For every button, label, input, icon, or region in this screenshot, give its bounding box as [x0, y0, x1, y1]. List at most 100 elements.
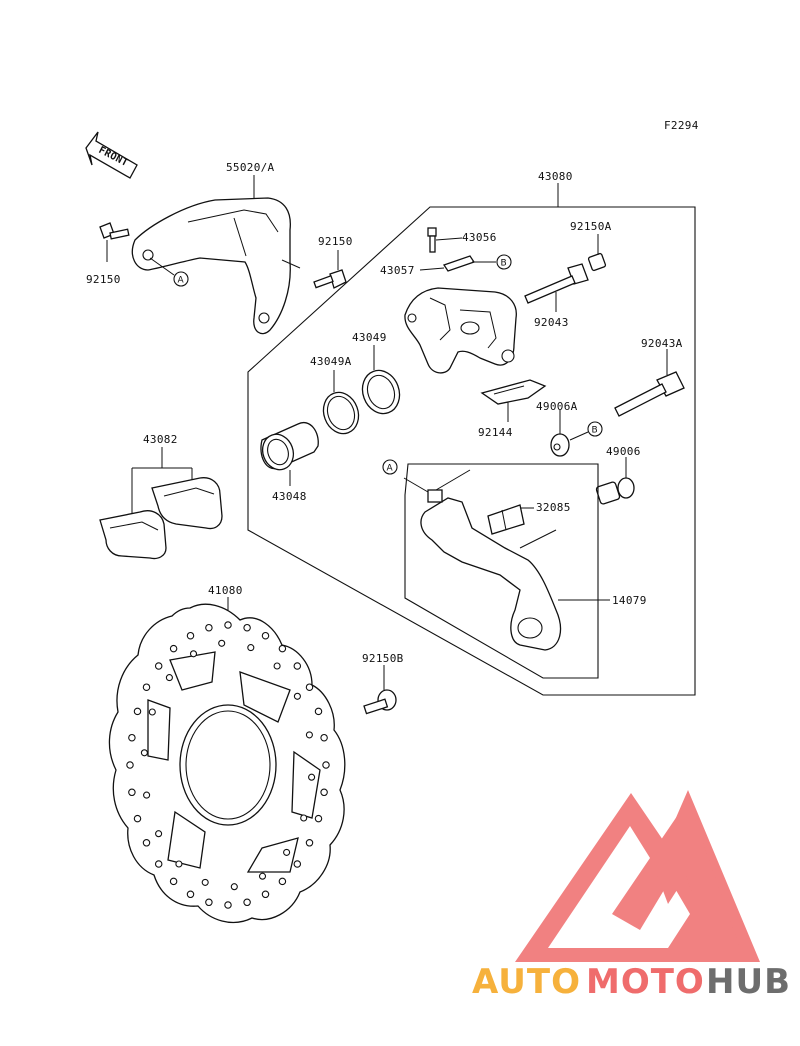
- disc-hole: [128, 733, 136, 742]
- disc-hole: [261, 631, 270, 640]
- part-label-43057: 43057: [380, 264, 415, 277]
- dust-seal-43049a: [322, 391, 360, 435]
- disc-hole: [305, 731, 313, 739]
- part-label-32085: 32085: [536, 501, 571, 514]
- part-label-43048: 43048: [272, 490, 307, 503]
- caliper-body: [404, 287, 517, 374]
- disc-hole: [133, 814, 142, 823]
- front-arrow-icon: FRONT: [85, 131, 138, 179]
- disc-hole: [205, 623, 213, 632]
- disc-hole: [243, 623, 251, 632]
- callout-b-2: B: [587, 421, 603, 437]
- part-label-49006a: 49006A: [536, 400, 578, 413]
- disc-hole: [175, 860, 183, 868]
- disc-hole: [322, 761, 330, 769]
- disc-hole: [243, 898, 251, 907]
- part-label-55020a: 55020/A: [226, 161, 275, 174]
- disc-hole: [293, 860, 302, 868]
- svg-text:B: B: [501, 259, 507, 269]
- svg-text:A: A: [387, 464, 394, 474]
- disc-hole: [300, 814, 308, 822]
- disc-hole: [218, 639, 226, 647]
- disc-hole: [154, 860, 163, 868]
- disc-hole: [320, 788, 328, 797]
- disc-hole: [283, 848, 291, 856]
- bolt-92150b: [363, 689, 397, 715]
- disc-hole: [230, 883, 238, 891]
- boot-49006: [595, 477, 635, 505]
- disc-hole: [314, 707, 323, 716]
- caliper-guard-bracket: [131, 197, 301, 335]
- pin-92043: [524, 263, 589, 304]
- disc-hole: [278, 644, 287, 653]
- disc-vent-holes: [126, 621, 330, 909]
- disc-hole: [189, 650, 198, 658]
- part-label-14079: 14079: [612, 594, 647, 607]
- disc-hole: [314, 814, 323, 823]
- disc-hole: [133, 707, 142, 716]
- piston-43048: [260, 422, 319, 471]
- disc-hole: [205, 898, 213, 907]
- caliper-assembly-box: [247, 206, 696, 696]
- disc-hole: [169, 877, 178, 886]
- disc-hole: [224, 901, 232, 909]
- piston-seal-43049: [361, 369, 401, 415]
- automotohub-logo: [515, 790, 760, 962]
- part-label-43080: 43080: [538, 170, 573, 183]
- svg-text:MOTO: MOTO: [586, 962, 705, 1002]
- bleeder-valve-43056: [427, 227, 463, 253]
- disc-hole: [273, 662, 281, 670]
- caliper-bracket-box: [404, 463, 599, 679]
- disc-hole: [142, 839, 151, 847]
- part-label-92043: 92043: [534, 316, 569, 329]
- clip-32085: [487, 504, 525, 535]
- bolt-92150-left: [99, 222, 130, 240]
- disc-hole: [305, 683, 314, 691]
- svg-text:HUB: HUB: [706, 962, 791, 1002]
- caliper-bracket: [420, 469, 562, 651]
- pin-92043a: [614, 371, 685, 417]
- disc-hole: [186, 890, 195, 899]
- part-label-43056: 43056: [462, 231, 497, 244]
- bolt-92150-right: [313, 269, 347, 289]
- disc-hole: [148, 708, 156, 716]
- part-label-92150-left: 92150: [86, 273, 121, 286]
- disc-hole: [293, 662, 302, 670]
- part-label-92043a: 92043A: [641, 337, 683, 350]
- disc-hole: [128, 788, 136, 797]
- part-label-92150b: 92150B: [362, 652, 404, 665]
- disc-hole: [154, 662, 163, 670]
- disc-hole: [165, 674, 173, 682]
- part-label-92150a: 92150A: [570, 220, 612, 233]
- disc-hole: [142, 683, 151, 691]
- brake-disc: [108, 603, 346, 924]
- disc-hole: [224, 621, 232, 629]
- disc-hole: [143, 791, 151, 799]
- disc-hole: [126, 761, 134, 769]
- disc-hole: [308, 773, 316, 781]
- part-label-43049a: 43049A: [310, 355, 352, 368]
- callout-b-1: B: [496, 254, 512, 270]
- disc-hole: [258, 872, 267, 880]
- callout-a-2: A: [382, 459, 398, 475]
- part-label-43049: 43049: [352, 331, 387, 344]
- part-label-41080: 41080: [208, 584, 243, 597]
- boot-49006a: [550, 433, 570, 457]
- part-label-92150-right: 92150: [318, 235, 353, 248]
- disc-hole: [278, 877, 287, 886]
- figure-code: F2294: [664, 119, 699, 132]
- callout-a-1: A: [173, 271, 189, 287]
- disc-hole: [201, 878, 209, 886]
- disc-hole: [155, 830, 163, 838]
- svg-text:B: B: [592, 426, 598, 436]
- disc-hole: [140, 749, 148, 757]
- disc-hole: [169, 644, 178, 653]
- disc-hole: [293, 692, 301, 700]
- watermark-text: AUTO MOTO HUB: [472, 962, 791, 1002]
- disc-hole: [305, 839, 314, 847]
- spring-92144: [480, 379, 547, 405]
- plug-92150a: [587, 252, 607, 272]
- cap-43057: [442, 255, 476, 272]
- disc-hole: [247, 644, 255, 652]
